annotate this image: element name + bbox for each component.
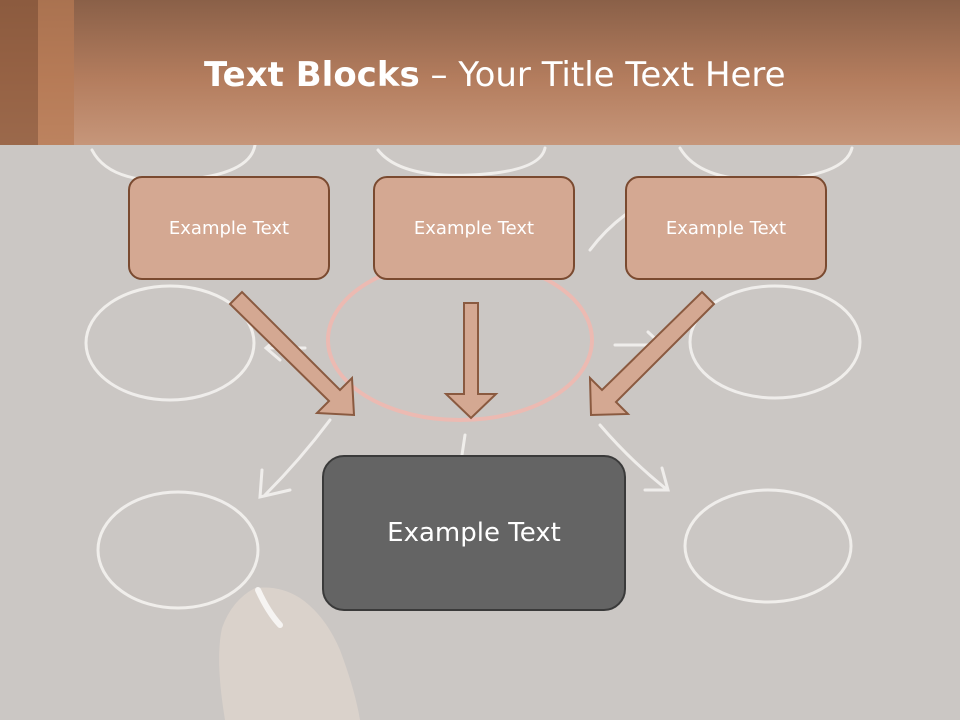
sketch-line [588,213,627,252]
slide-title[interactable]: Text Blocks – Your Title Text Here [204,54,786,96]
header-accent-bar [0,0,38,145]
sketch-oval [84,284,256,402]
sketch-oval [688,284,862,400]
title-bar [0,0,960,145]
chalk-piece [255,587,283,628]
sketch-arrow [258,418,332,499]
sketch-oval [683,488,853,604]
sketch-oval [96,490,260,610]
sketch-center-oval [326,258,594,422]
text-block-1[interactable]: Example Text [128,176,330,280]
title-rest: Your Title Text Here [458,55,786,95]
sketch-arrow [598,423,670,492]
title-bold: Text Blocks [204,55,420,95]
title-dash: – [419,55,459,95]
header-accent-bar [38,0,74,145]
sketch-line [460,433,467,457]
text-block-2[interactable]: Example Text [373,176,575,280]
text-block-3[interactable]: Example Text [625,176,827,280]
center-text-block[interactable]: Example Text [322,455,626,611]
text-block-label: Example Text [168,217,290,239]
sketch-arrow [263,334,307,362]
text-block-label: Example Text [665,217,787,239]
sketch-arrow [613,330,665,360]
hand-silhouette [219,587,360,720]
text-block-label: Example Text [413,217,535,239]
center-block-label: Example Text [387,518,561,548]
sketch-oval [376,146,547,177]
